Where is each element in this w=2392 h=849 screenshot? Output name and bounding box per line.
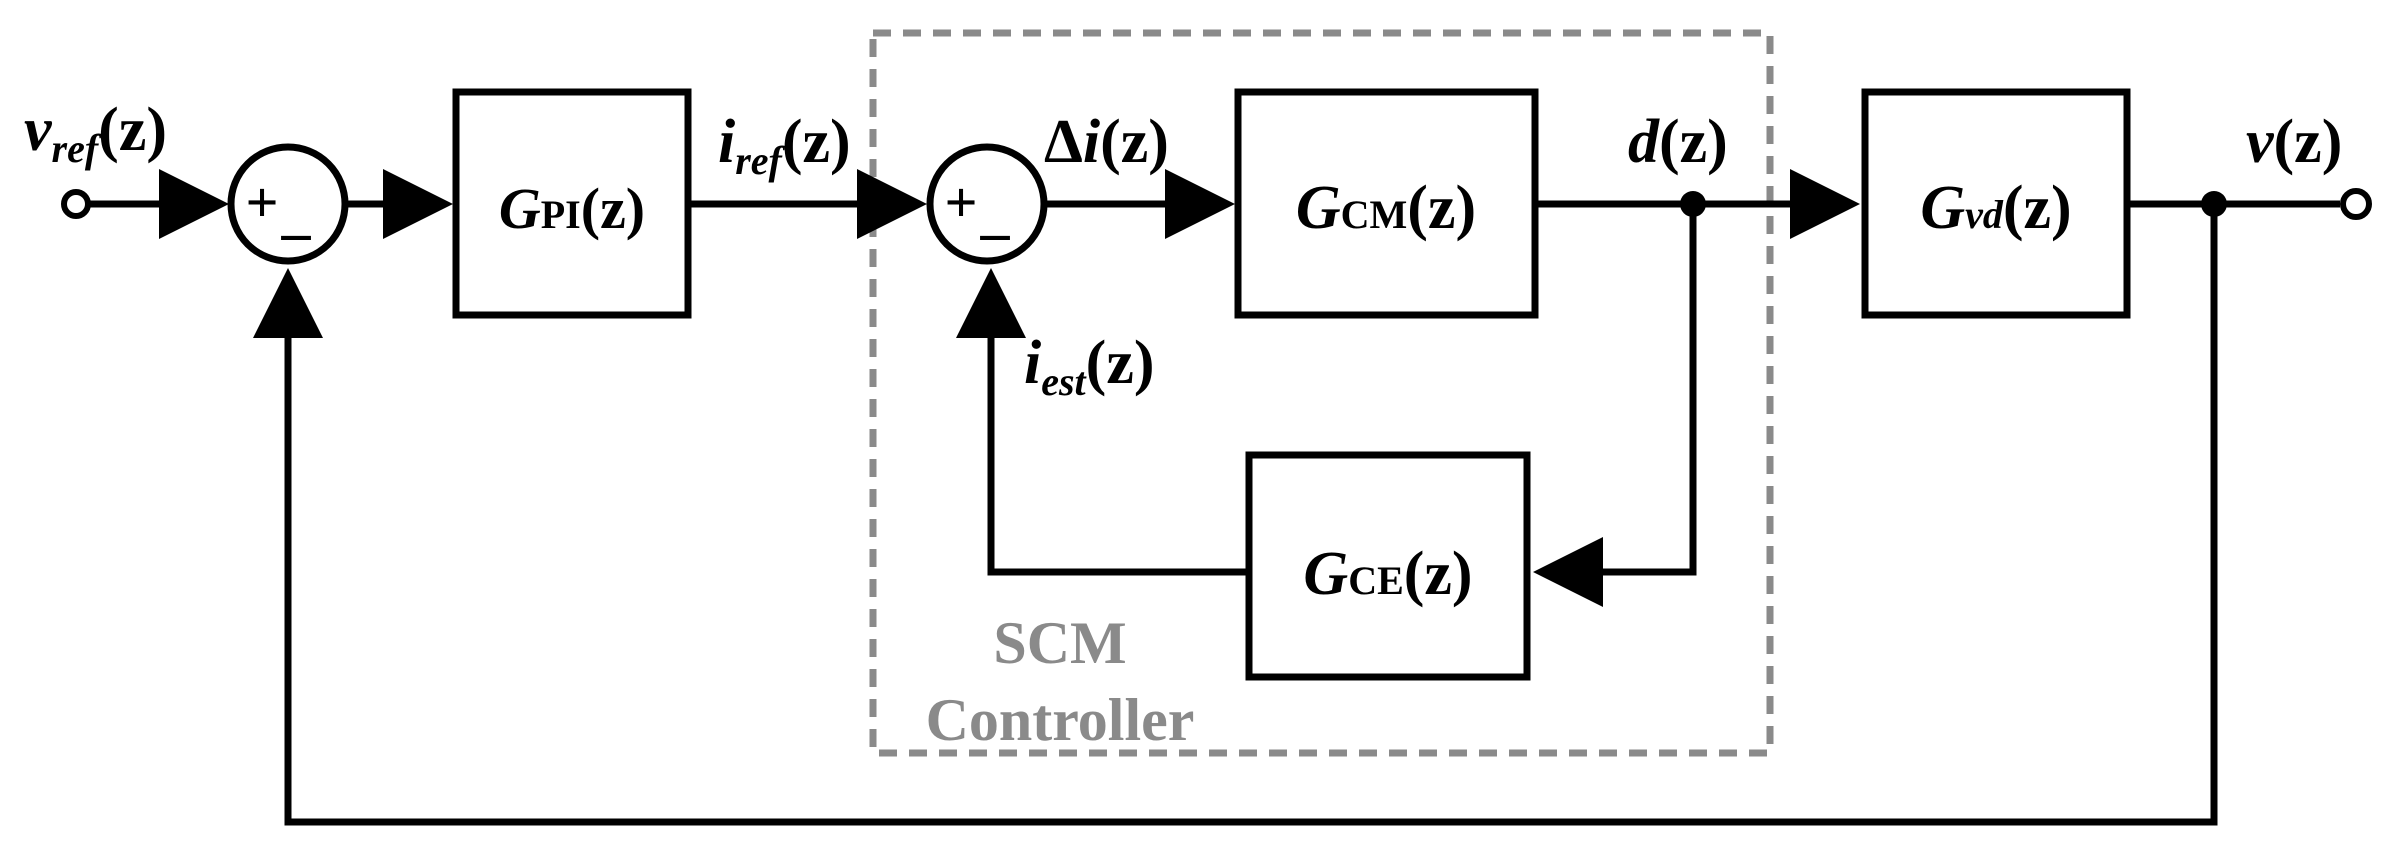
gce-label: GCE(z) (1303, 540, 1472, 608)
wire-d-to-gce (1533, 204, 1697, 607)
gcm-block (1234, 88, 1539, 319)
gce-block (1245, 451, 1531, 681)
gcm-label: GCM(z) (1296, 174, 1476, 242)
outer-summer-plus: + (245, 170, 278, 235)
vref-label: vref(z) (24, 96, 167, 171)
gpi-label: GPI(z) (499, 176, 645, 241)
delta-i-label: Δi(z) (1044, 108, 1169, 176)
scm-label: SCM (993, 610, 1126, 676)
d-label: d(z) (1628, 108, 1728, 176)
gvd-label: Gvd(z) (1920, 174, 2071, 242)
input-terminal (61, 189, 91, 219)
wire-gce-to-inner-summer (956, 268, 1249, 576)
controller-label: Controller (926, 687, 1195, 753)
wire-outer-feedback (253, 204, 2218, 826)
inner-summer-minus: _ (980, 180, 1011, 245)
outer-summer-minus: _ (281, 180, 312, 245)
v-output-label: v(z) (2246, 108, 2342, 176)
iest-label: iest(z) (1024, 329, 1154, 404)
inner-summer-plus: + (944, 170, 977, 235)
output-terminal (2340, 188, 2372, 220)
iref-label: iref(z) (718, 108, 851, 183)
